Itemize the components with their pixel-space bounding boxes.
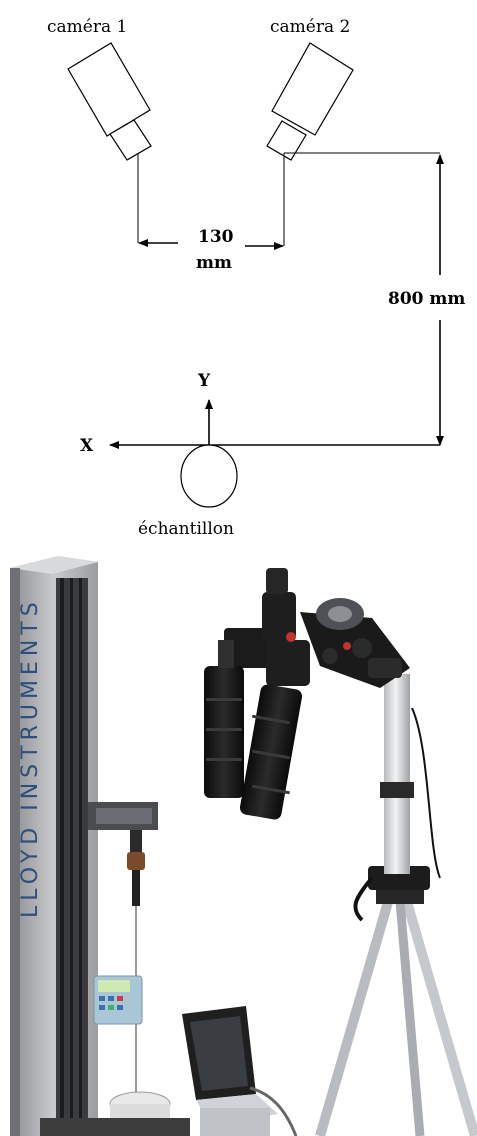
axis-x-label: X [80,436,94,456]
controller-panel [93,975,143,1025]
baseline-unit-label: mm [196,253,232,273]
tripod [315,707,477,1136]
camera-pole [380,674,414,874]
height-dimension [284,152,444,446]
camera-1-label: caméra 1 [47,17,127,37]
camera-2-photo [239,568,351,820]
axis-y-label: Y [197,371,211,391]
setup-diagram: caméra 1 caméra 2 130 mm 800 mm Y X écha… [47,17,465,539]
camera-1-photo [204,628,272,798]
camera-1-icon [67,42,152,161]
machine-brand-text: LLOYD INSTRUMENTS [18,597,43,918]
sample-label: échantillon [138,519,234,539]
laptop [182,1006,298,1136]
camera-mount [300,598,410,688]
baseline-value-label: 130 [198,227,234,247]
testing-machine: LLOYD INSTRUMENTS [10,556,98,1136]
axes [109,399,440,449]
camera-2-label: caméra 2 [270,17,350,37]
crosshead [88,802,158,1096]
baseline-dimension [137,153,285,250]
photo-test-setup: LLOYD INSTRUMENTS [0,548,477,1136]
sample-circle [180,444,238,508]
camera-2-icon [266,42,354,161]
sample-fixture [40,1091,190,1136]
height-label: 800 mm [388,289,465,309]
